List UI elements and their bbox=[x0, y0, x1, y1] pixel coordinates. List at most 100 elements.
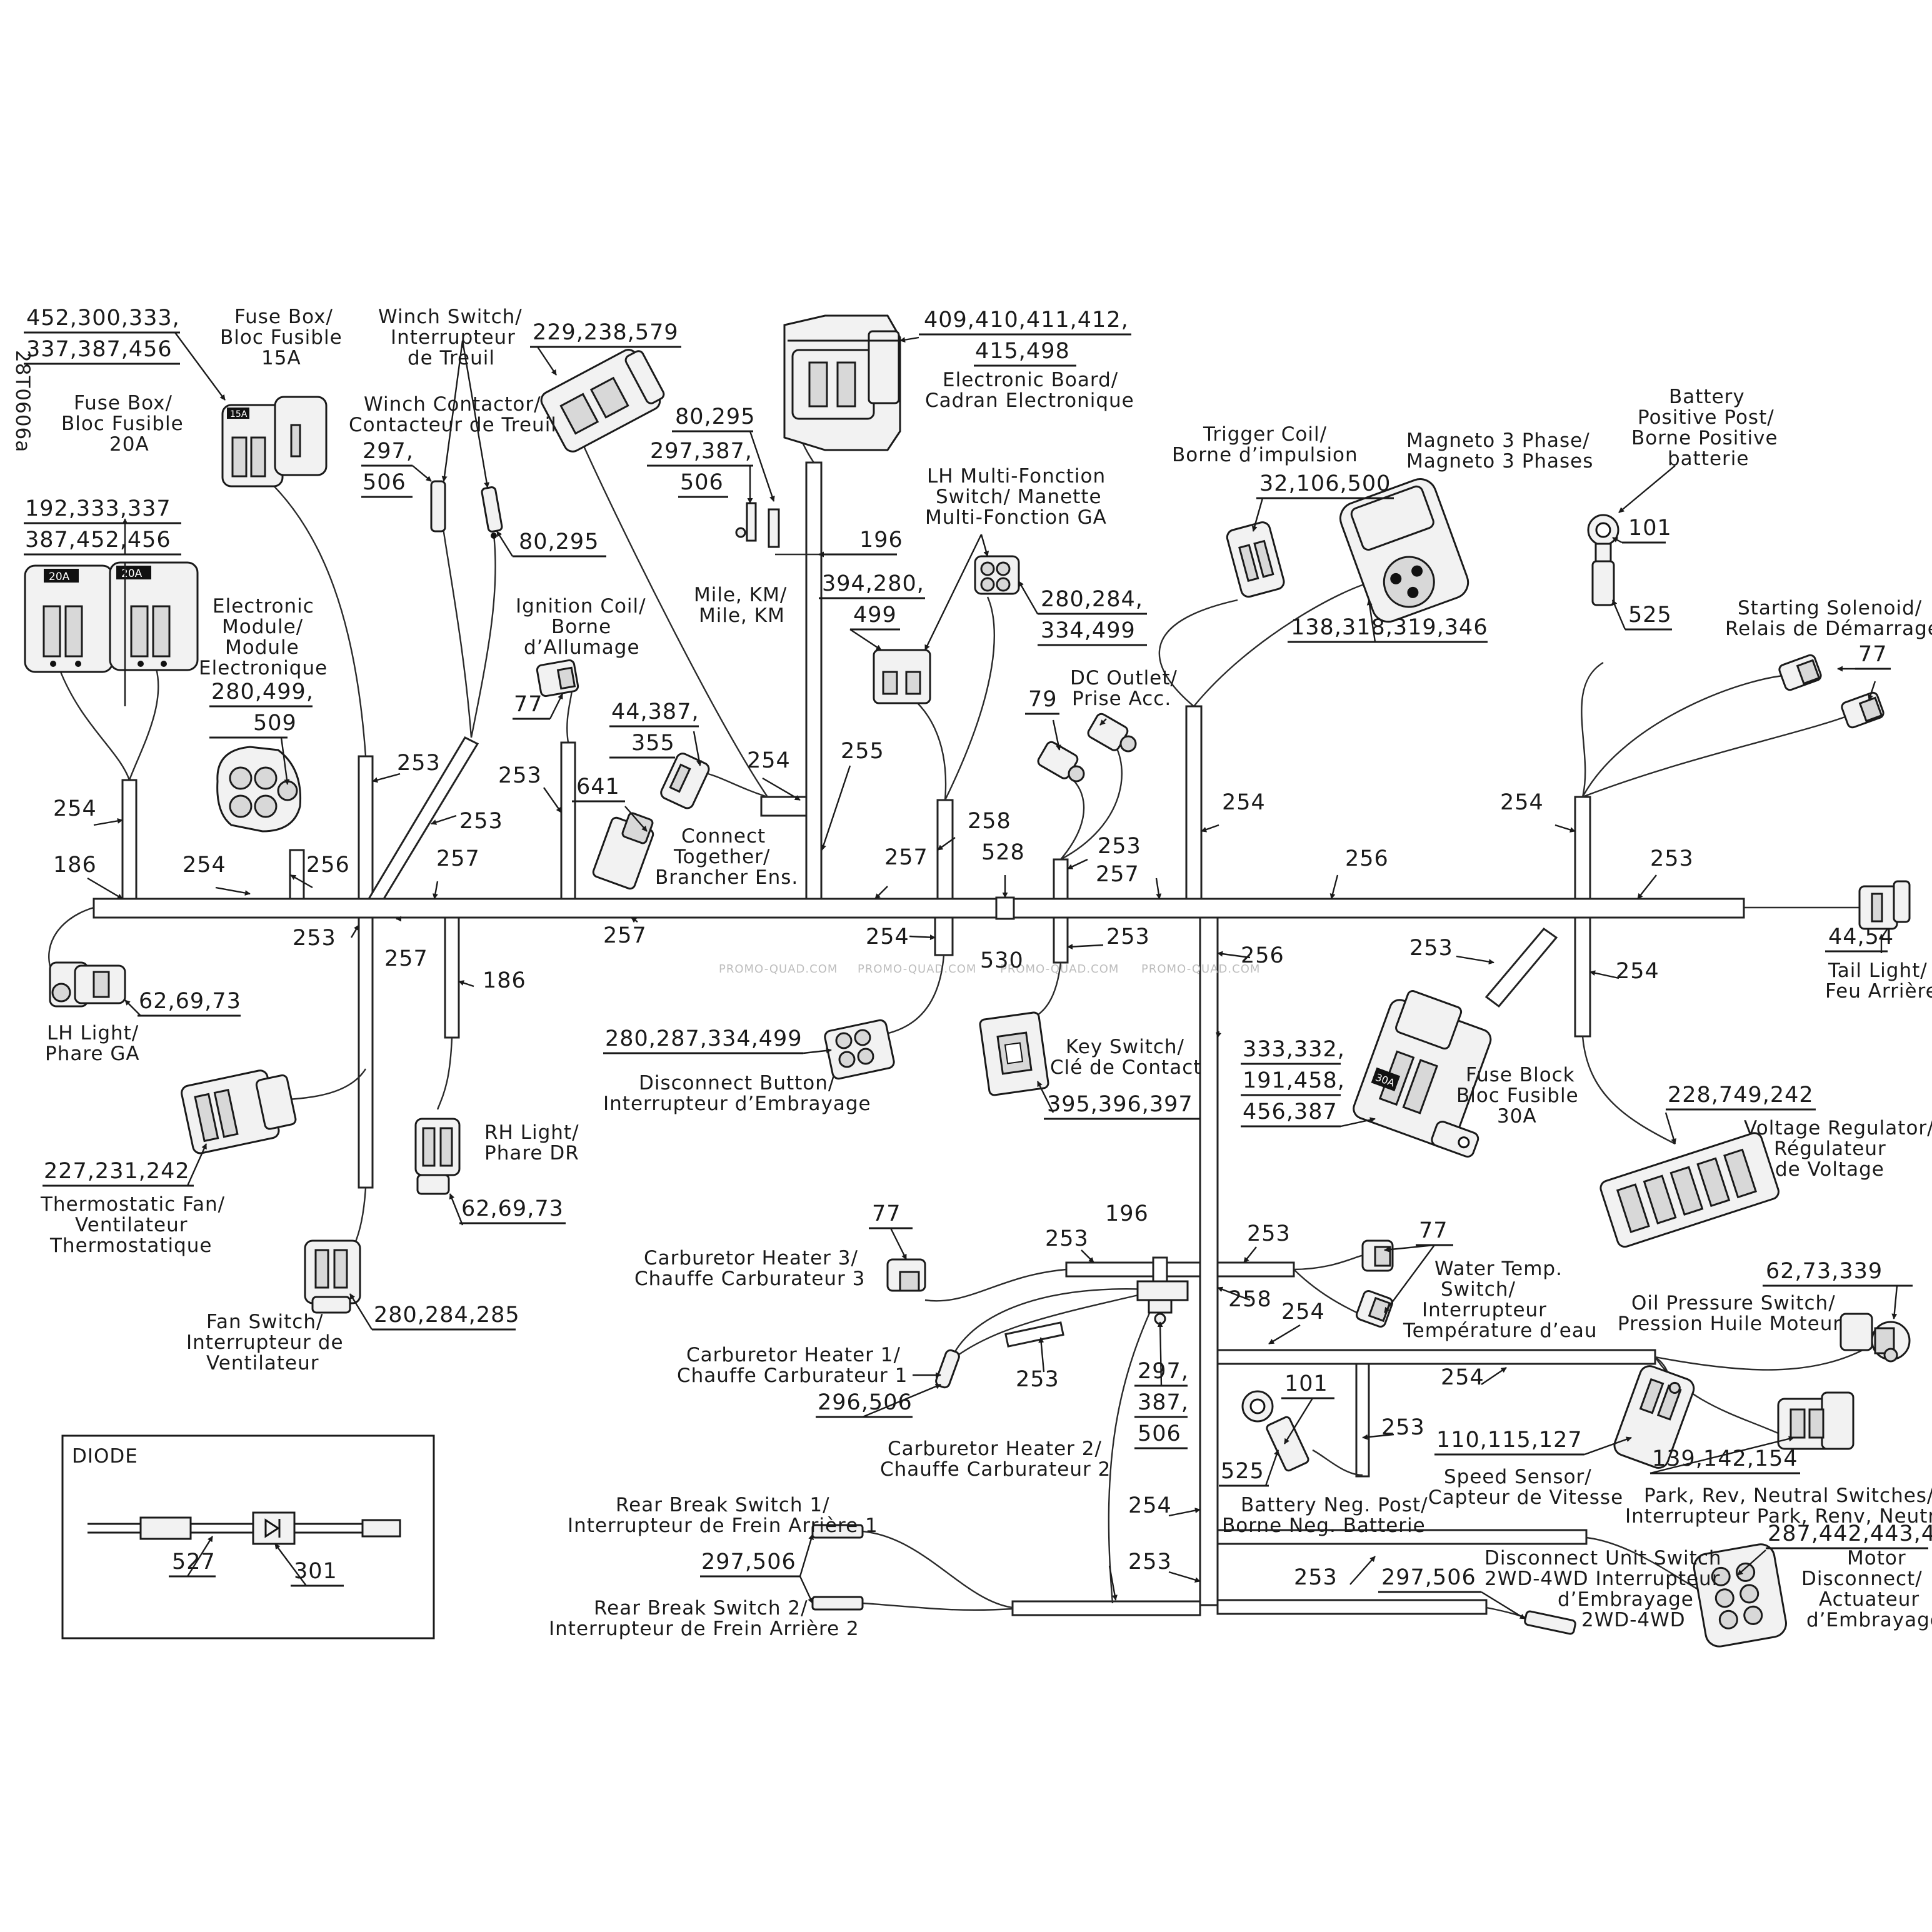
label-battery-positive: batterie bbox=[1668, 448, 1749, 470]
callout: 77 bbox=[1419, 1218, 1448, 1243]
carb-sleeve bbox=[1004, 1321, 1064, 1348]
svg-text:20A: 20A bbox=[121, 568, 143, 580]
callout: 452,300,333, bbox=[26, 306, 180, 331]
label-tail-light: Feu Arrière bbox=[1825, 980, 1932, 1003]
rearbrake-trunk bbox=[1011, 1600, 1201, 1616]
callout: 77 bbox=[872, 1201, 901, 1226]
label-oil-pressure: Oil Pressure Switch/ bbox=[1631, 1292, 1836, 1314]
watertemp-trunk bbox=[1216, 1261, 1295, 1278]
thermostatic-fan-connector-icon bbox=[181, 1069, 297, 1154]
branch-eboard bbox=[805, 461, 823, 900]
label-disconnect-unit: 2WD-4WD bbox=[1581, 1609, 1686, 1631]
carb-heater-1-terminal-icon bbox=[935, 1349, 960, 1389]
fusebox-20a-icon: 20A 20A bbox=[24, 561, 199, 673]
label-water-temp: Température d’eau bbox=[1403, 1319, 1597, 1342]
branch-dcoutlet bbox=[1053, 858, 1069, 900]
harness-tag: 253 bbox=[1409, 936, 1453, 961]
label-carb-heater-3: Carburetor Heater 3/ bbox=[644, 1247, 858, 1269]
label-carb-heater-1: Chauffe Carburateur 1 bbox=[677, 1364, 908, 1387]
label-mile-km: Mile, KM/ bbox=[694, 584, 787, 606]
main-trunk bbox=[93, 898, 1745, 919]
callout: 297,506 bbox=[1381, 1565, 1476, 1590]
harness-tag: 256 bbox=[306, 853, 350, 878]
label-motor-disconnect: d’Embrayage bbox=[1806, 1609, 1932, 1631]
low-line-2 bbox=[1216, 1599, 1488, 1615]
harness-tag: 257 bbox=[1096, 862, 1139, 887]
callout: 44,387, bbox=[611, 699, 699, 724]
carb-heater-2-splice-icon bbox=[1136, 1280, 1189, 1325]
branch-trigger bbox=[1185, 705, 1203, 900]
mile-km-splice-icon bbox=[735, 502, 780, 548]
harness-tag: 253 bbox=[1247, 1221, 1291, 1246]
harness-tag: 253 bbox=[293, 926, 336, 951]
branch-ignition bbox=[560, 741, 576, 900]
label-rh-light: Phare DR bbox=[484, 1142, 579, 1164]
low-line-1 bbox=[1216, 1529, 1588, 1545]
harness-tag: 257 bbox=[884, 845, 928, 870]
wires bbox=[48, 374, 1863, 1626]
harness-tag: 254 bbox=[1500, 790, 1544, 815]
label-battery-positive: Battery bbox=[1669, 386, 1745, 408]
neg-post-stub bbox=[1355, 1363, 1370, 1478]
svg-text:20A: 20A bbox=[49, 571, 70, 583]
label-fan-switch: Fan Switch/ bbox=[206, 1311, 323, 1333]
branch-winch bbox=[367, 736, 479, 900]
branch-rhlight bbox=[444, 916, 460, 1039]
harness-tag: 254 bbox=[1616, 959, 1659, 984]
label-lh-light: LH Light/ bbox=[47, 1022, 139, 1044]
callout: 32,106,500 bbox=[1259, 471, 1391, 496]
label-water-temp: Interrupteur bbox=[1422, 1299, 1547, 1321]
label-fusebox15: Bloc Fusible bbox=[220, 326, 343, 349]
starting-solenoid-connector-icon bbox=[1778, 654, 1884, 729]
numeric-callouts: 452,300,333, 337,387,456 192,333,337 387… bbox=[25, 306, 1932, 1590]
dc-outlet-connector-icon bbox=[1037, 713, 1137, 783]
label-dc-outlet: DC Outlet/ bbox=[1070, 667, 1178, 689]
lh-multifunction-connector-icon bbox=[873, 555, 1020, 704]
label-fusebox20: Fuse Box/ bbox=[74, 392, 173, 414]
disconnect-unit-switch-terminal-icon bbox=[1524, 1610, 1576, 1635]
rear-break-switch-terminal-icon bbox=[811, 1524, 864, 1611]
oil-pressure-switch-icon bbox=[1839, 1313, 1911, 1363]
label-ignition-coil: Borne bbox=[551, 616, 611, 638]
label-electronic-module: Module bbox=[225, 636, 299, 659]
callout: 196 bbox=[1105, 1201, 1149, 1226]
winch-contactor-terminal-icon bbox=[430, 480, 503, 539]
box-right-top bbox=[1216, 1349, 1656, 1365]
label-disconnect-button: Interrupteur d’Embrayage bbox=[603, 1093, 871, 1115]
branch-voltreg bbox=[1574, 916, 1591, 1038]
harness-tag: 253 bbox=[1098, 834, 1141, 859]
callout: 297, bbox=[1138, 1359, 1189, 1384]
connect-together-connector-icon bbox=[592, 753, 710, 890]
label-electronic-board: Electronic Board/ bbox=[943, 369, 1118, 391]
label-voltage-regulator: Voltage Regulator/ bbox=[1744, 1117, 1932, 1139]
label-tail-light: Tail Light/ bbox=[1828, 959, 1928, 982]
harness-tag: 255 bbox=[841, 739, 884, 764]
label-fuse-block-30a: Bloc Fusible bbox=[1456, 1084, 1579, 1107]
battery-positive-terminal-icon bbox=[1587, 514, 1619, 606]
label-winch-switch: de Treuil bbox=[408, 347, 495, 369]
callout: 387, bbox=[1138, 1390, 1189, 1415]
callout: 415,498 bbox=[975, 339, 1070, 364]
callout: 355 bbox=[631, 731, 675, 756]
label-motor-disconnect: Motor bbox=[1847, 1547, 1906, 1569]
callout: 499 bbox=[853, 603, 897, 628]
label-fan-switch: Interrupteur de bbox=[186, 1331, 344, 1354]
harness-tag: 254 bbox=[1222, 790, 1266, 815]
label-starting-solenoid: Relais de Démarrage bbox=[1725, 618, 1932, 640]
callout: 506 bbox=[363, 470, 406, 495]
label-thermostatic-fan: Ventilateur bbox=[75, 1214, 188, 1236]
callout: 509 bbox=[253, 711, 297, 736]
electronic-board-icon bbox=[783, 314, 901, 451]
branch-fusebox20 bbox=[121, 779, 138, 900]
harness-tag: 253 bbox=[1650, 846, 1694, 871]
motor-disconnect-connector-icon bbox=[1693, 1543, 1787, 1648]
harness-tag: 254 bbox=[1441, 1365, 1484, 1390]
label-magneto: Magneto 3 Phase/ bbox=[1406, 429, 1590, 452]
label-park-rev-neutral: Park, Rev, Neutral Switches/ bbox=[1644, 1484, 1932, 1507]
branch-528 bbox=[995, 896, 1015, 920]
speed-sensor-connector-icon bbox=[1613, 1365, 1695, 1469]
callout: 80,295 bbox=[675, 404, 755, 429]
callout: 196 bbox=[859, 528, 903, 553]
harness-tag: 257 bbox=[603, 923, 647, 948]
harness-tag: 253 bbox=[1106, 924, 1150, 949]
